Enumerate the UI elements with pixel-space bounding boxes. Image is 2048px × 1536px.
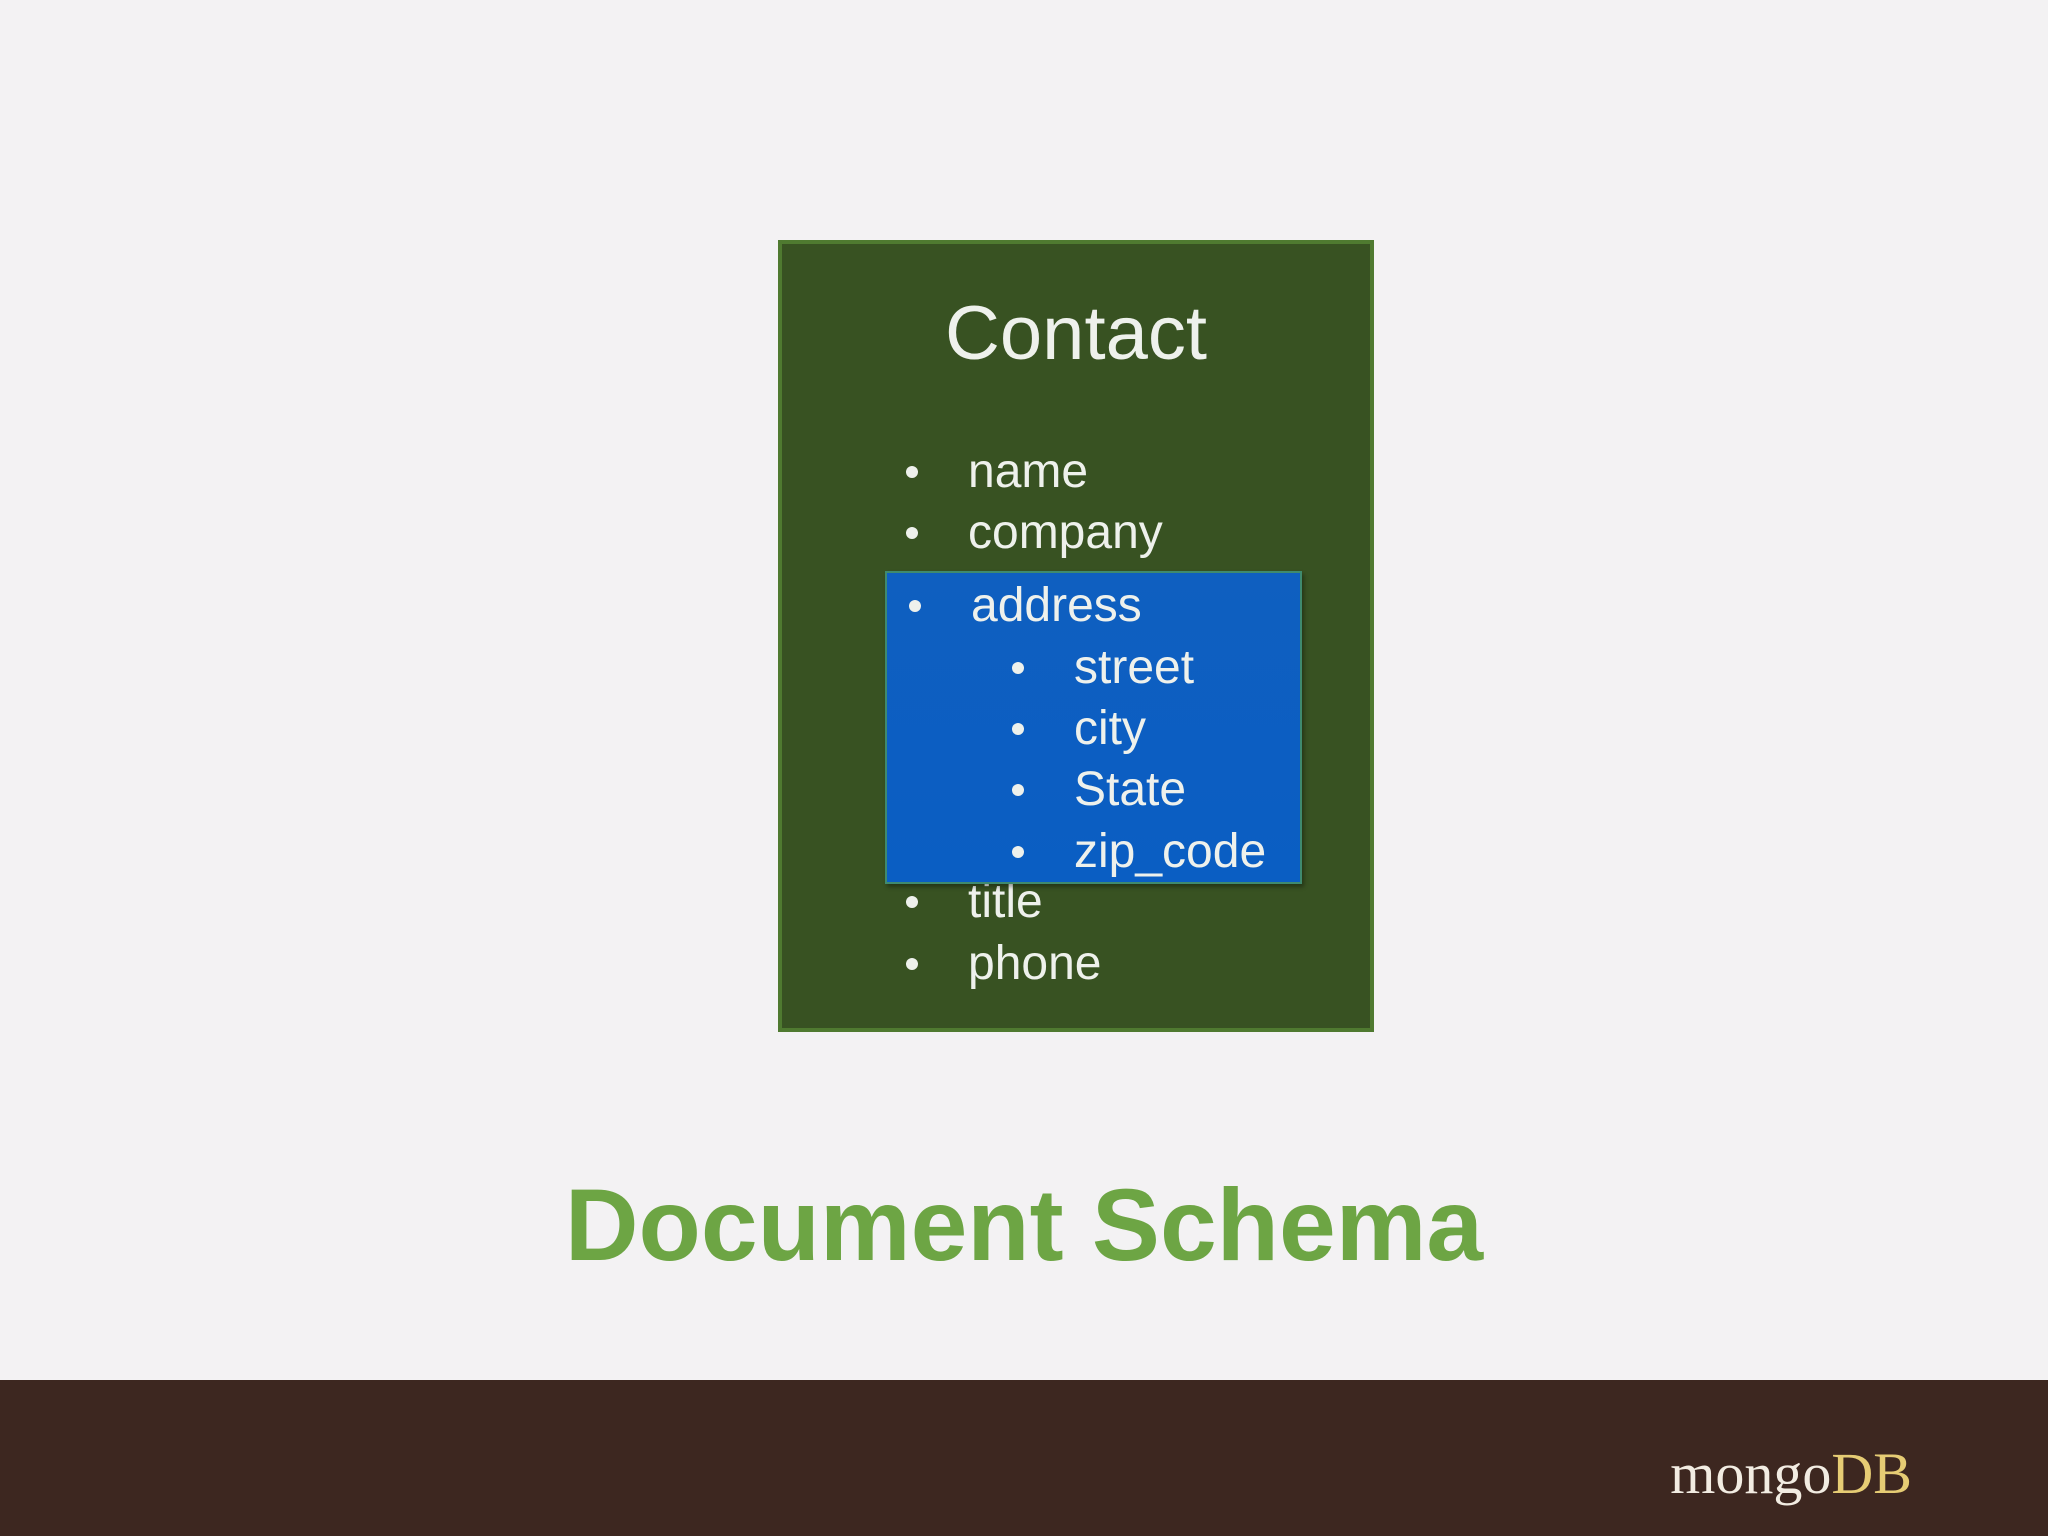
bullet-icon xyxy=(906,958,918,970)
address-subdocument-box xyxy=(885,571,1302,884)
subfield-city: city xyxy=(1074,702,1146,755)
bullet-icon xyxy=(1012,846,1024,858)
field-phone: phone xyxy=(968,937,1102,990)
slide-title: Document Schema xyxy=(564,1168,1484,1282)
bullet-icon xyxy=(909,600,921,612)
subfield-zip-code: zip_code xyxy=(1074,825,1267,878)
bullet-icon xyxy=(906,466,918,478)
logo-text-db: DB xyxy=(1831,1441,1912,1506)
footer-bar: mongoDB xyxy=(0,1380,2048,1536)
contact-title: Contact xyxy=(945,291,1207,376)
bullet-icon xyxy=(906,527,918,539)
subfield-street: street xyxy=(1074,641,1195,694)
bullet-icon xyxy=(1012,662,1024,674)
field-address: address xyxy=(971,579,1142,632)
bullet-icon xyxy=(906,896,918,908)
bullet-icon xyxy=(1012,723,1024,735)
subfield-state: State xyxy=(1074,763,1187,816)
field-name: name xyxy=(968,445,1089,498)
field-company: company xyxy=(968,506,1163,559)
bullet-icon xyxy=(1012,784,1024,796)
logo-text-mongo: mongo xyxy=(1670,1441,1832,1506)
mongodb-logo: mongoDB xyxy=(1670,1442,1912,1506)
